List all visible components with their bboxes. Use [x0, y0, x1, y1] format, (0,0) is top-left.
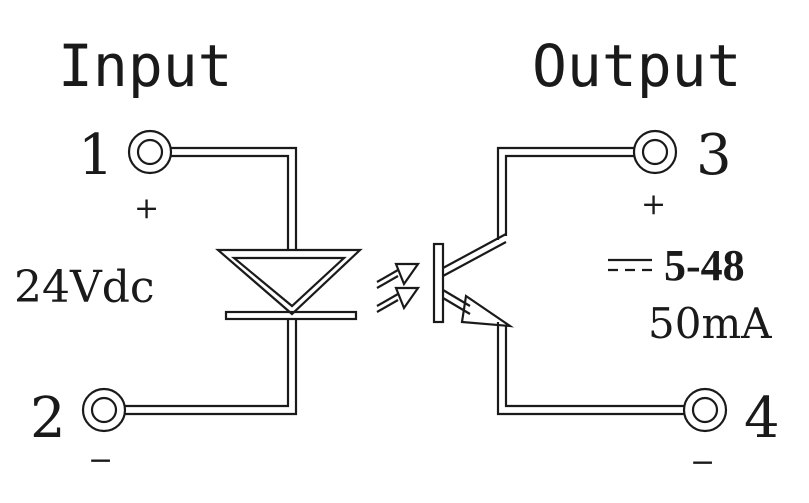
terminal-4-number: 4 — [744, 386, 780, 451]
terminal-2-polarity: − — [88, 443, 113, 478]
input-heading: Input — [58, 32, 233, 100]
terminal-4-polarity: − — [690, 445, 715, 480]
wire-collector-to-terminal-3 — [496, 146, 634, 240]
output-voltage-label: 5-48 — [664, 241, 745, 290]
dc-symbol-icon — [608, 258, 652, 272]
terminal-1-polarity: + — [134, 191, 159, 226]
output-heading: Output — [532, 32, 742, 100]
wire-led-to-terminal-2 — [124, 319, 298, 416]
terminal-1-number: 1 — [78, 123, 114, 188]
terminal-1 — [127, 129, 173, 175]
output-current-label: 50mA — [648, 299, 772, 348]
led-symbol — [215, 248, 363, 321]
light-emission-arrows — [376, 262, 421, 313]
terminal-4 — [682, 387, 728, 433]
terminal-3-number: 3 — [696, 123, 732, 188]
terminal-2-number: 2 — [30, 386, 66, 451]
wire-terminal-1-to-led — [171, 146, 298, 250]
terminal-2 — [81, 387, 127, 433]
wire-emitter-to-terminal-4 — [496, 322, 684, 416]
phototransistor-symbol — [432, 233, 515, 328]
terminal-3 — [632, 129, 678, 175]
input-voltage-label: 24Vdc — [14, 262, 155, 313]
terminal-3-polarity: + — [641, 187, 666, 222]
